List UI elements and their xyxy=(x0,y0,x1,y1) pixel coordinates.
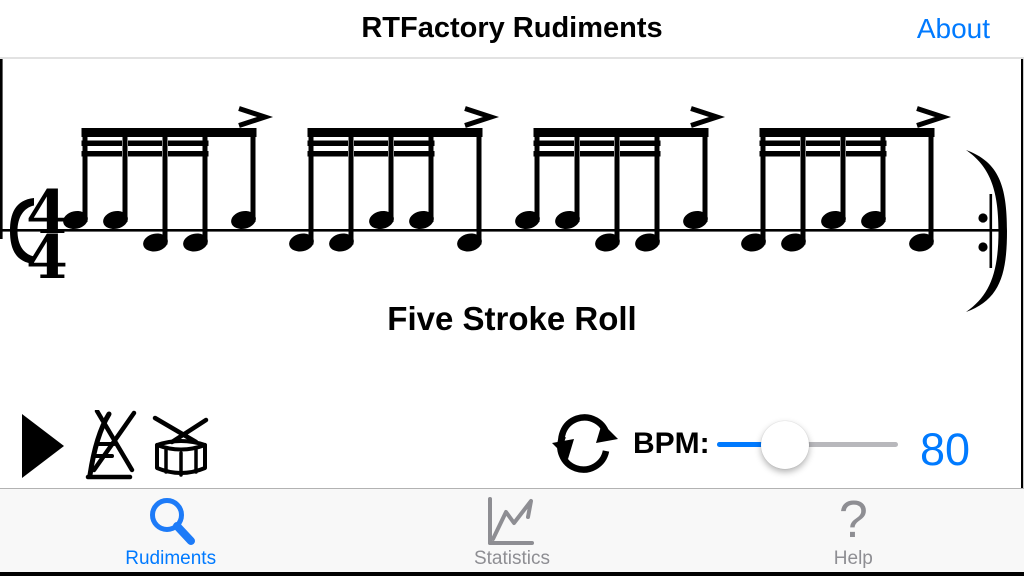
metronome-mute-button[interactable] xyxy=(82,410,140,482)
tab-help[interactable]: ? Help xyxy=(683,489,1024,573)
bpm-label: BPM: xyxy=(633,427,710,460)
svg-text:4: 4 xyxy=(26,178,68,248)
tab-rudiments[interactable]: Rudiments xyxy=(0,489,341,573)
rudiment-title: Five Stroke Roll xyxy=(387,300,637,337)
help-icon: ? xyxy=(838,491,868,549)
play-button[interactable] xyxy=(22,414,64,478)
magnifier-icon xyxy=(149,498,195,545)
chart-icon xyxy=(487,497,534,545)
tab-label-statistics: Statistics xyxy=(473,548,550,569)
bpm-slider-fill xyxy=(717,442,785,447)
bpm-value: 80 xyxy=(919,424,970,475)
about-button[interactable]: About xyxy=(916,13,990,44)
snare-drum-button[interactable] xyxy=(150,412,212,480)
tab-bar: Rudiments Statistics ? Help xyxy=(0,488,1024,573)
nav-bar: RTFactory Rudiments About xyxy=(0,0,1024,59)
tab-statistics[interactable]: Statistics xyxy=(341,489,682,573)
loop-button[interactable] xyxy=(552,408,618,474)
tab-label-rudiments: Rudiments xyxy=(125,548,217,569)
page-title: RTFactory Rudiments xyxy=(361,12,663,44)
bpm-slider-thumb[interactable] xyxy=(760,421,809,469)
tab-label-help: Help xyxy=(833,548,873,569)
bottom-edge-strip xyxy=(0,572,1024,576)
svg-text:4: 4 xyxy=(26,223,68,293)
